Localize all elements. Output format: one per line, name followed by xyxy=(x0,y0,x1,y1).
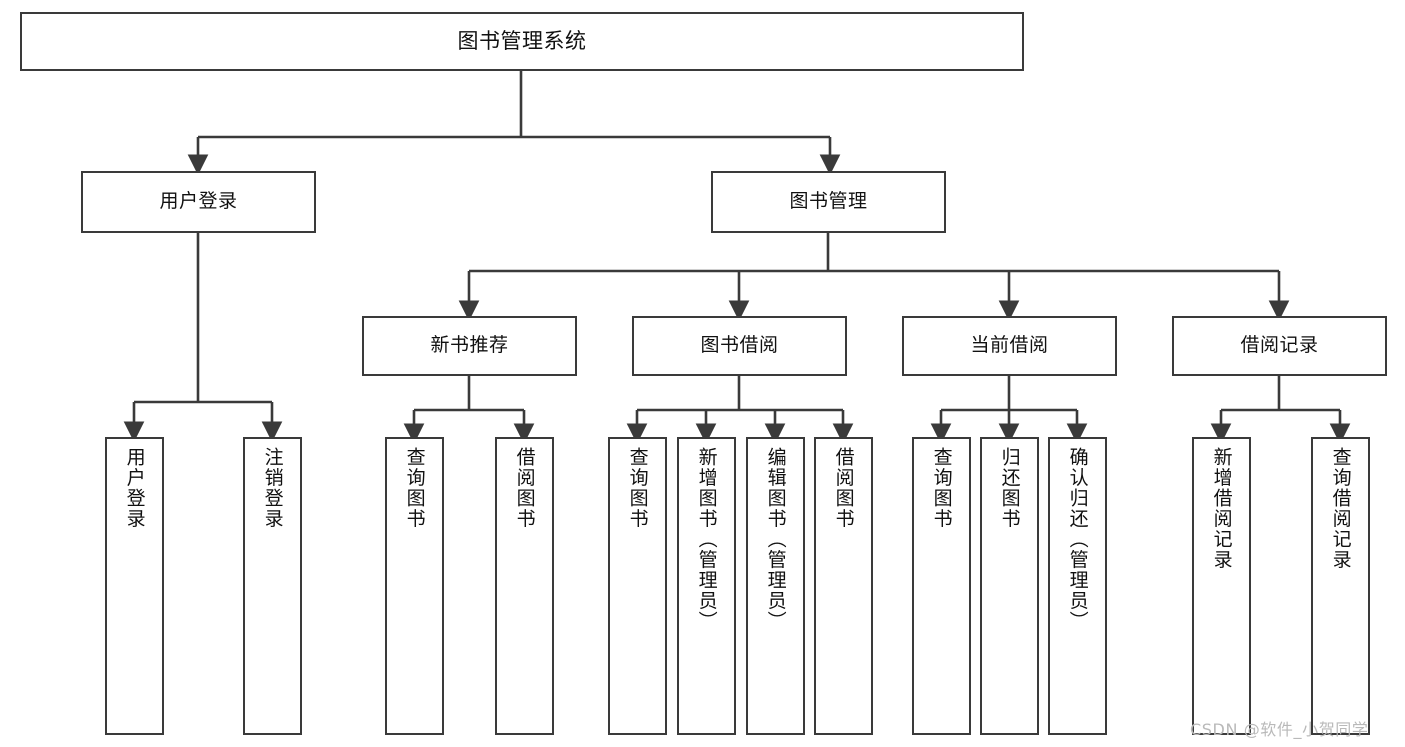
leaf-borrow-borrow-book[interactable]: 借阅图书 xyxy=(814,437,873,735)
leaf-record-query-record[interactable]: 查询借阅记录 xyxy=(1311,437,1370,735)
node-label: 查询图书 xyxy=(403,447,426,529)
node-new-book-recommend[interactable]: 新书推荐 xyxy=(362,316,577,376)
node-label: 查询借阅记录 xyxy=(1329,447,1352,570)
leaf-borrow-query-book[interactable]: 查询图书 xyxy=(608,437,667,735)
node-label: 借阅记录 xyxy=(1240,334,1319,357)
node-label: 图书管理系统 xyxy=(457,28,587,53)
node-label: 借阅图书 xyxy=(513,447,536,529)
node-borrow-record[interactable]: 借阅记录 xyxy=(1172,316,1387,376)
node-root-system[interactable]: 图书管理系统 xyxy=(20,12,1024,71)
node-label: 归还图书 xyxy=(998,447,1021,529)
node-label: 图书管理 xyxy=(789,190,868,213)
node-label: 确认归还（管理员） xyxy=(1066,447,1089,632)
node-label: 用户登录 xyxy=(159,190,238,213)
node-book-management[interactable]: 图书管理 xyxy=(711,171,946,233)
leaf-user-login-logout[interactable]: 注销登录 xyxy=(243,437,302,735)
node-book-borrow[interactable]: 图书借阅 xyxy=(632,316,847,376)
node-label: 编辑图书（管理员） xyxy=(764,447,787,632)
leaf-recommend-borrow-book[interactable]: 借阅图书 xyxy=(495,437,554,735)
leaf-current-confirm-return-admin[interactable]: 确认归还（管理员） xyxy=(1048,437,1107,735)
leaf-user-login-login[interactable]: 用户登录 xyxy=(105,437,164,735)
node-label: 注销登录 xyxy=(261,447,284,529)
node-label: 图书借阅 xyxy=(700,334,779,357)
leaf-recommend-query-book[interactable]: 查询图书 xyxy=(385,437,444,735)
node-label: 新增借阅记录 xyxy=(1210,447,1233,570)
node-label: 新书推荐 xyxy=(430,334,509,357)
node-label: 用户登录 xyxy=(123,447,146,529)
node-label: 借阅图书 xyxy=(832,447,855,529)
node-current-borrow[interactable]: 当前借阅 xyxy=(902,316,1117,376)
leaf-current-return-book[interactable]: 归还图书 xyxy=(980,437,1039,735)
leaf-record-add-record[interactable]: 新增借阅记录 xyxy=(1192,437,1251,735)
leaf-borrow-add-book-admin[interactable]: 新增图书（管理员） xyxy=(677,437,736,735)
leaf-current-query-book[interactable]: 查询图书 xyxy=(912,437,971,735)
node-user-login[interactable]: 用户登录 xyxy=(81,171,316,233)
node-label: 查询图书 xyxy=(626,447,649,529)
node-label: 查询图书 xyxy=(930,447,953,529)
node-label: 新增图书（管理员） xyxy=(695,447,718,632)
leaf-borrow-edit-book-admin[interactable]: 编辑图书（管理员） xyxy=(746,437,805,735)
node-label: 当前借阅 xyxy=(970,334,1049,357)
